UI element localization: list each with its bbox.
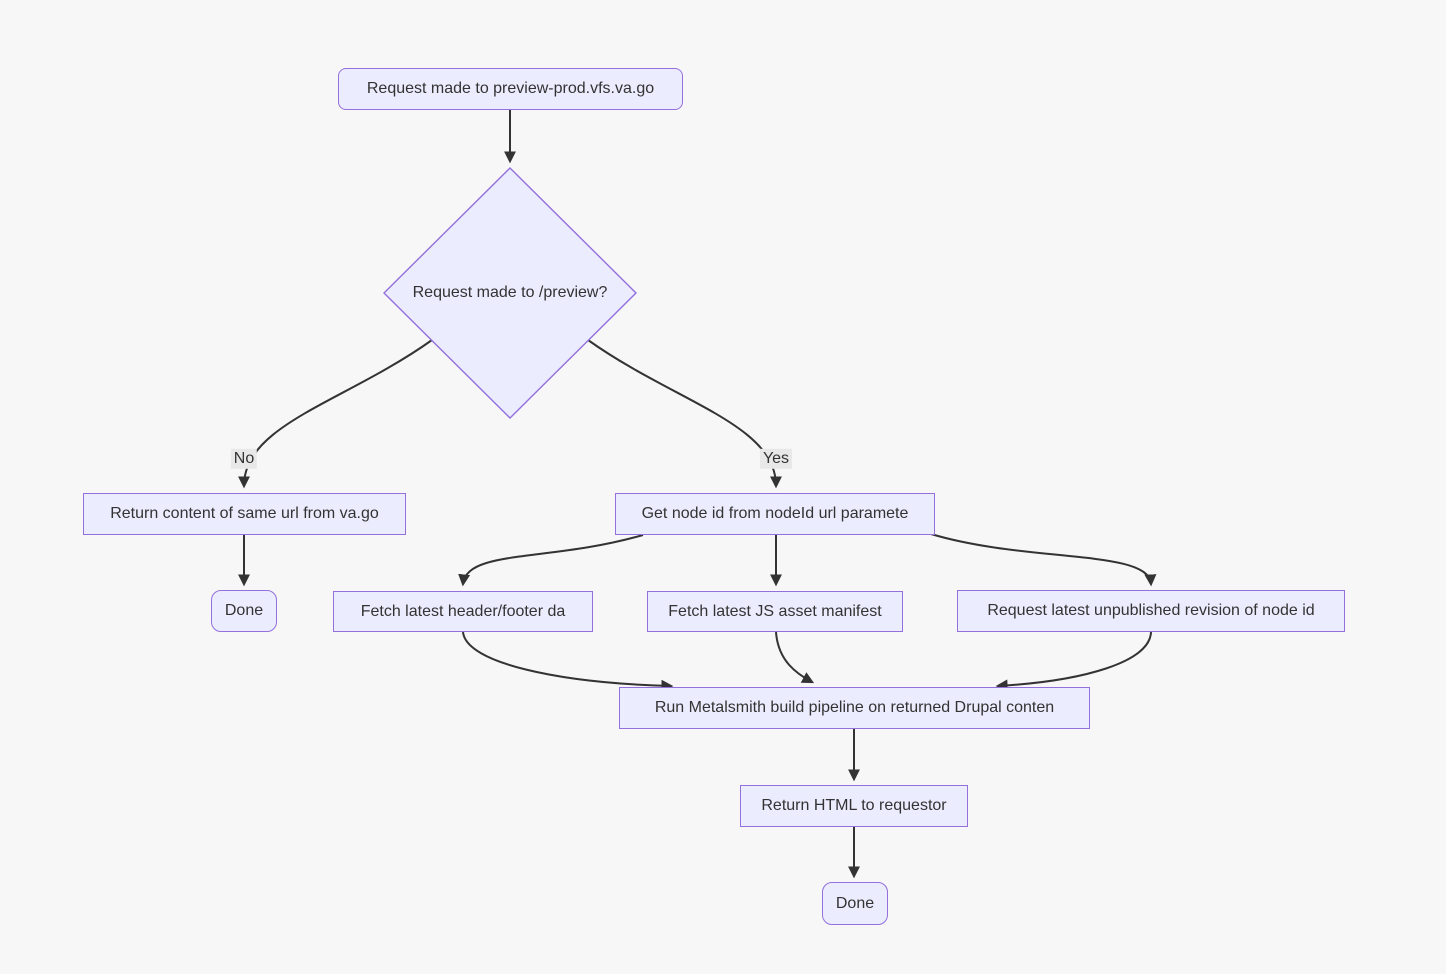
edge-fetch-header-footer-to-run-metalsmith xyxy=(462,631,674,692)
node-return-content-label: Return content of same url from va.go xyxy=(110,505,379,523)
edge-get-node-id-to-fetch-header-footer xyxy=(458,534,644,587)
node-fetch-js-manifest-label: Fetch latest JS asset manifest xyxy=(668,602,882,620)
node-return-html-label: Return HTML to requestor xyxy=(761,797,947,815)
node-get-node-id-label: Get node id from nodeId url paramete xyxy=(641,505,909,523)
node-decision-label: Request made to /preview? xyxy=(412,284,608,301)
node-done-left-label: Done xyxy=(224,602,264,620)
edge-decision-to-get-node-id xyxy=(587,339,782,489)
node-done-left: Done xyxy=(211,590,277,632)
edge-decision-to-return-content xyxy=(238,339,433,489)
node-fetch-header-footer-label: Fetch latest header/footer da xyxy=(360,602,566,620)
edge-label-yes: Yes xyxy=(759,448,793,470)
node-run-metalsmith-label: Run Metalsmith build pipeline on returne… xyxy=(654,699,1055,717)
edge-fetch-js-manifest-to-run-metalsmith xyxy=(775,631,815,684)
node-fetch-header-footer: Fetch latest header/footer da xyxy=(333,591,593,632)
node-run-metalsmith: Run Metalsmith build pipeline on returne… xyxy=(619,687,1090,729)
node-get-node-id: Get node id from nodeId url paramete xyxy=(615,493,935,535)
edge-request-revision-to-run-metalsmith xyxy=(995,631,1152,692)
node-done-bottom-label: Done xyxy=(835,894,875,912)
edge-label-no: No xyxy=(230,448,258,470)
decision-diamond-shape xyxy=(383,167,637,419)
node-decision: Request made to /preview? xyxy=(392,272,628,314)
node-fetch-js-manifest: Fetch latest JS asset manifest xyxy=(647,591,903,632)
node-request-revision-label: Request latest unpublished revision of n… xyxy=(987,602,1315,620)
node-request-revision: Request latest unpublished revision of n… xyxy=(957,590,1345,632)
node-return-html: Return HTML to requestor xyxy=(740,785,968,827)
node-done-bottom: Done xyxy=(822,882,888,925)
node-start: Request made to preview-prod.vfs.va.go xyxy=(338,68,683,110)
node-start-label: Request made to preview-prod.vfs.va.go xyxy=(366,80,655,98)
edge-get-node-id-to-request-revision xyxy=(930,533,1157,587)
node-return-content: Return content of same url from va.go xyxy=(83,493,406,535)
